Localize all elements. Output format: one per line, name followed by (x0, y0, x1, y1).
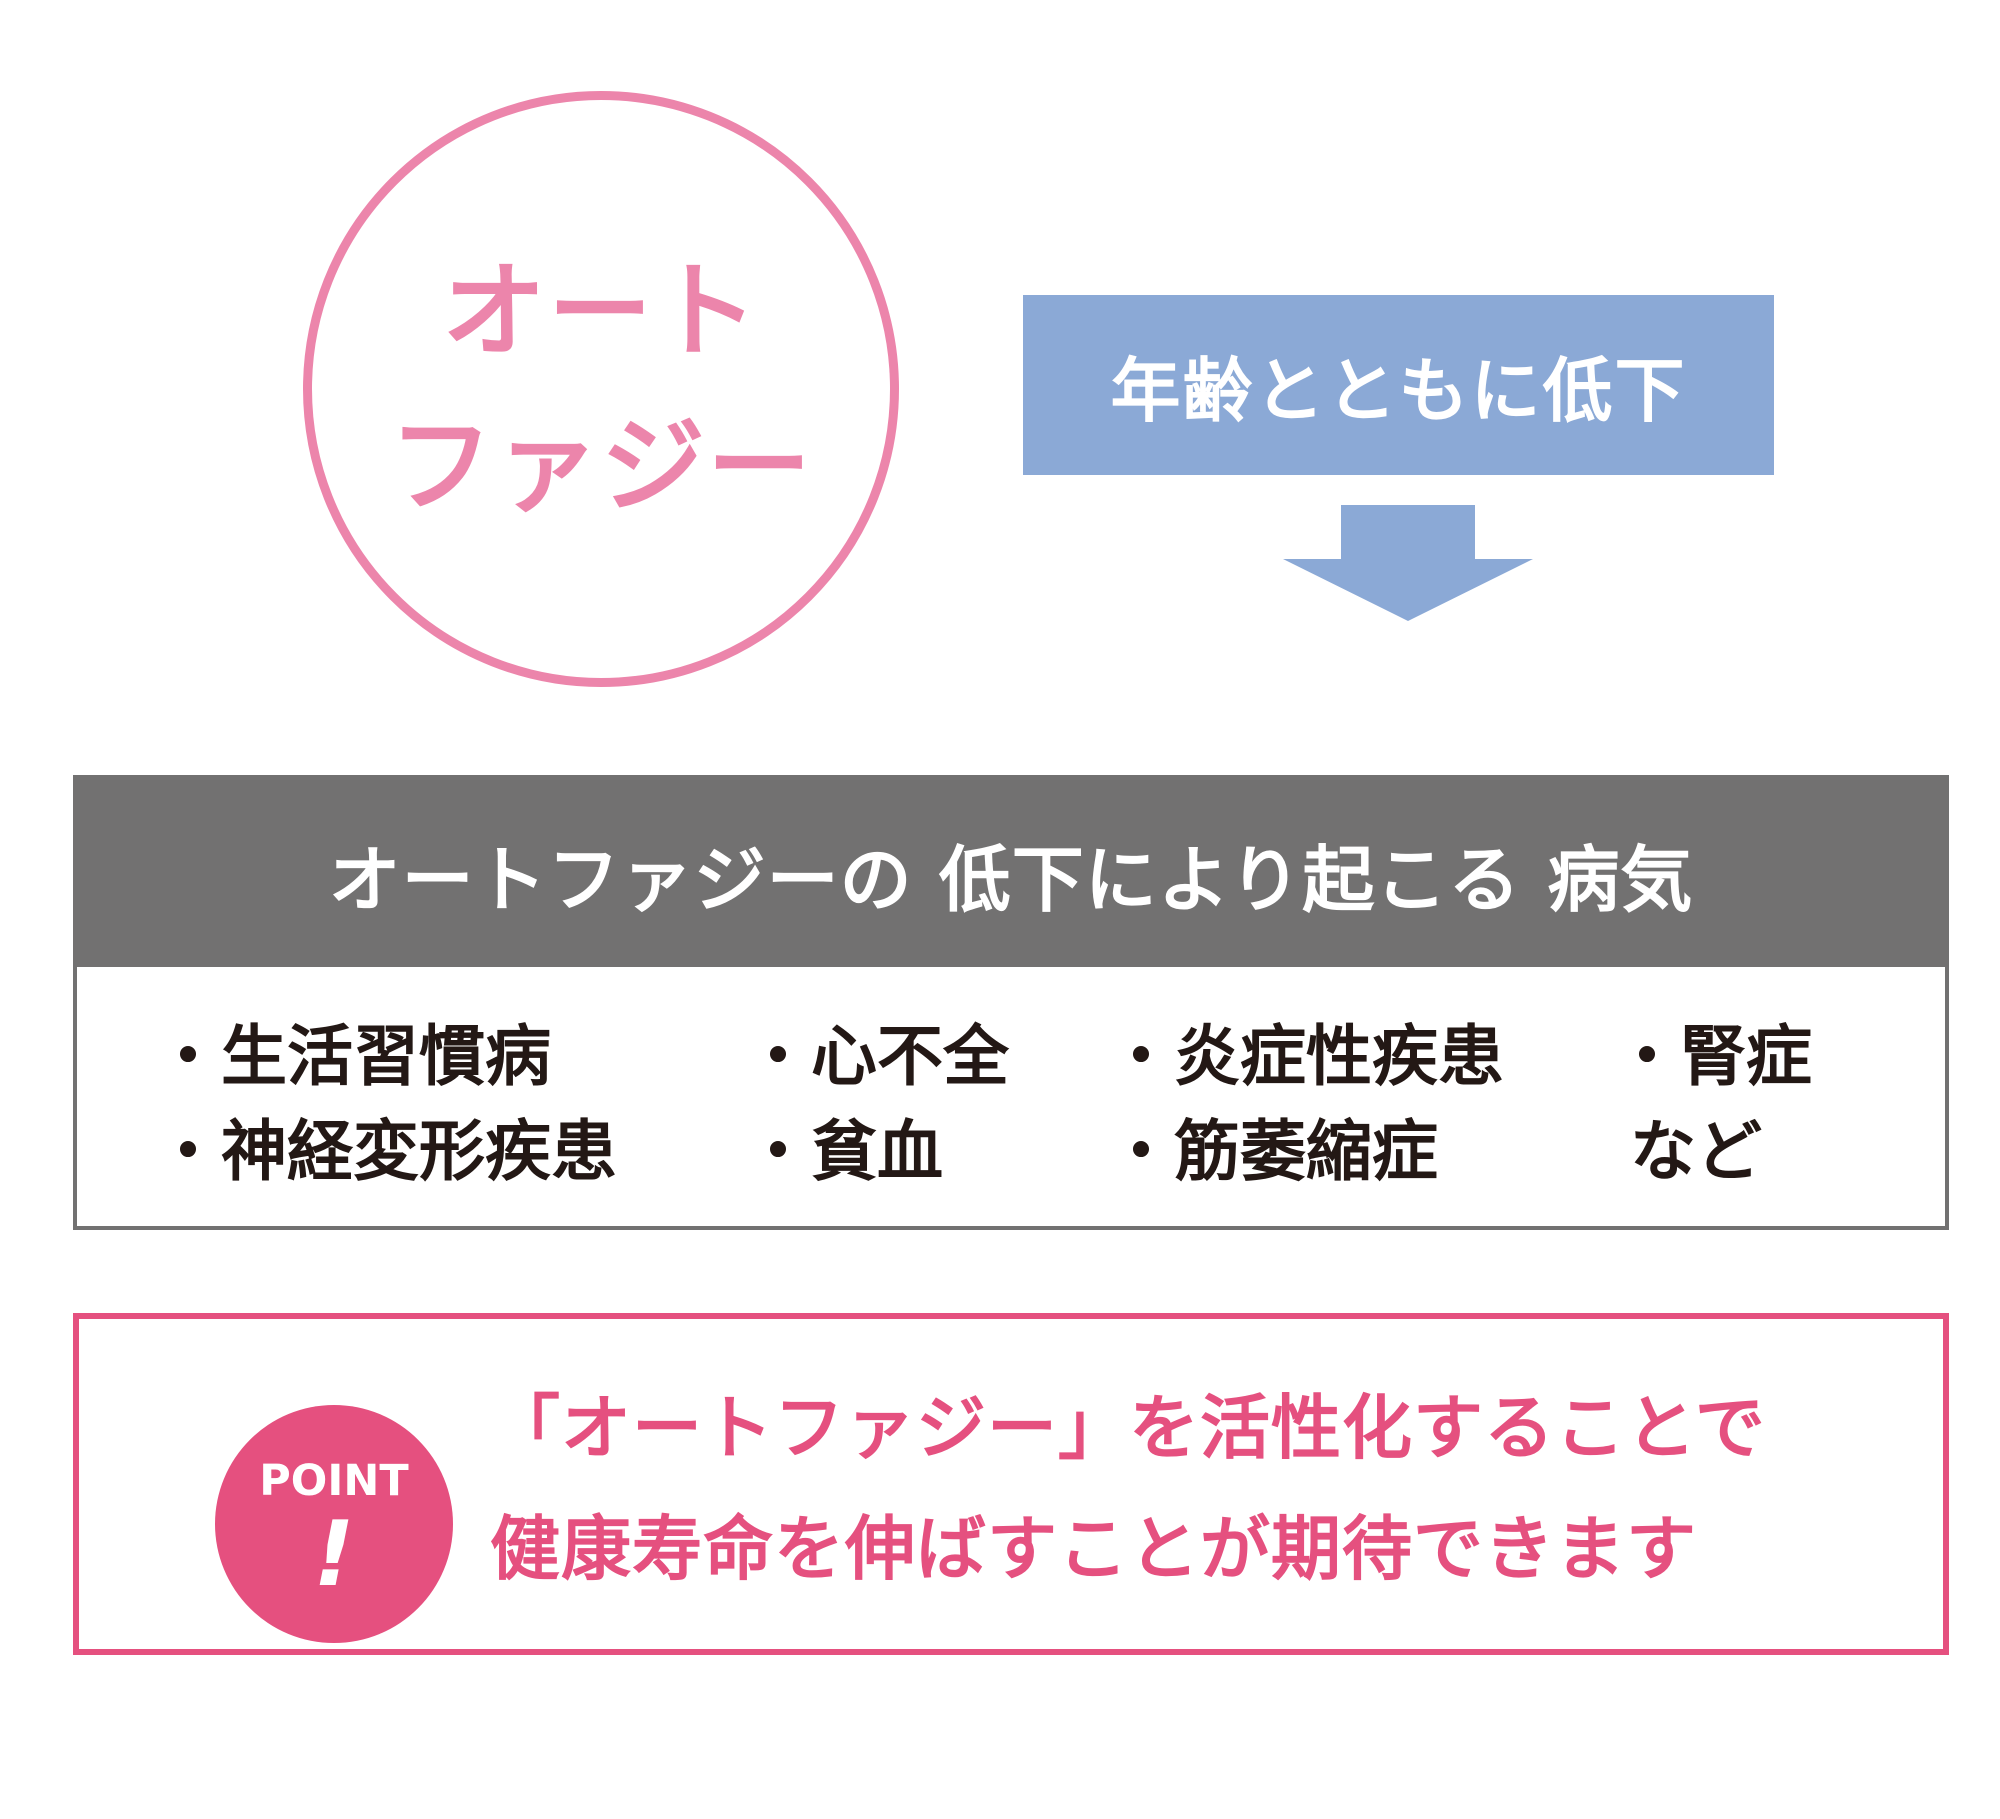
exclamation-icon: ! (313, 1502, 355, 1607)
autophagy-label-line2: ファジー (388, 405, 813, 527)
disease-item: ・貧血 (745, 1113, 943, 1190)
disease-item: など (1630, 1113, 1762, 1190)
disease-item: ・心不全 (745, 1018, 1009, 1095)
disease-panel-title: オートファジーの 低下により起こる 病気 (77, 779, 1945, 967)
disease-item: ・炎症性疾患 (1108, 1018, 1504, 1095)
down-arrow-icon (1283, 505, 1533, 621)
point-text-line2: 健康寿命を伸ばすことが期待できます (490, 1508, 1697, 1590)
disease-item: ・生活習慣病 (155, 1018, 551, 1095)
disease-panel: オートファジーの 低下により起こる 病気 (73, 775, 1949, 1230)
autophagy-circle: オート ファジー (303, 91, 899, 687)
decline-label-box: 年齢とともに低下 (1023, 295, 1774, 475)
disease-item: ・腎症 (1614, 1018, 1812, 1095)
disease-item: ・神経変形疾患 (155, 1113, 617, 1190)
point-badge-label: POINT (259, 1456, 409, 1506)
point-badge: POINT ! (215, 1405, 453, 1643)
autophagy-label-line1: オート (441, 250, 760, 372)
point-text-line1: 「オートファジー」を活性化することで (490, 1387, 1766, 1469)
disease-item: ・筋萎縮症 (1108, 1113, 1438, 1190)
